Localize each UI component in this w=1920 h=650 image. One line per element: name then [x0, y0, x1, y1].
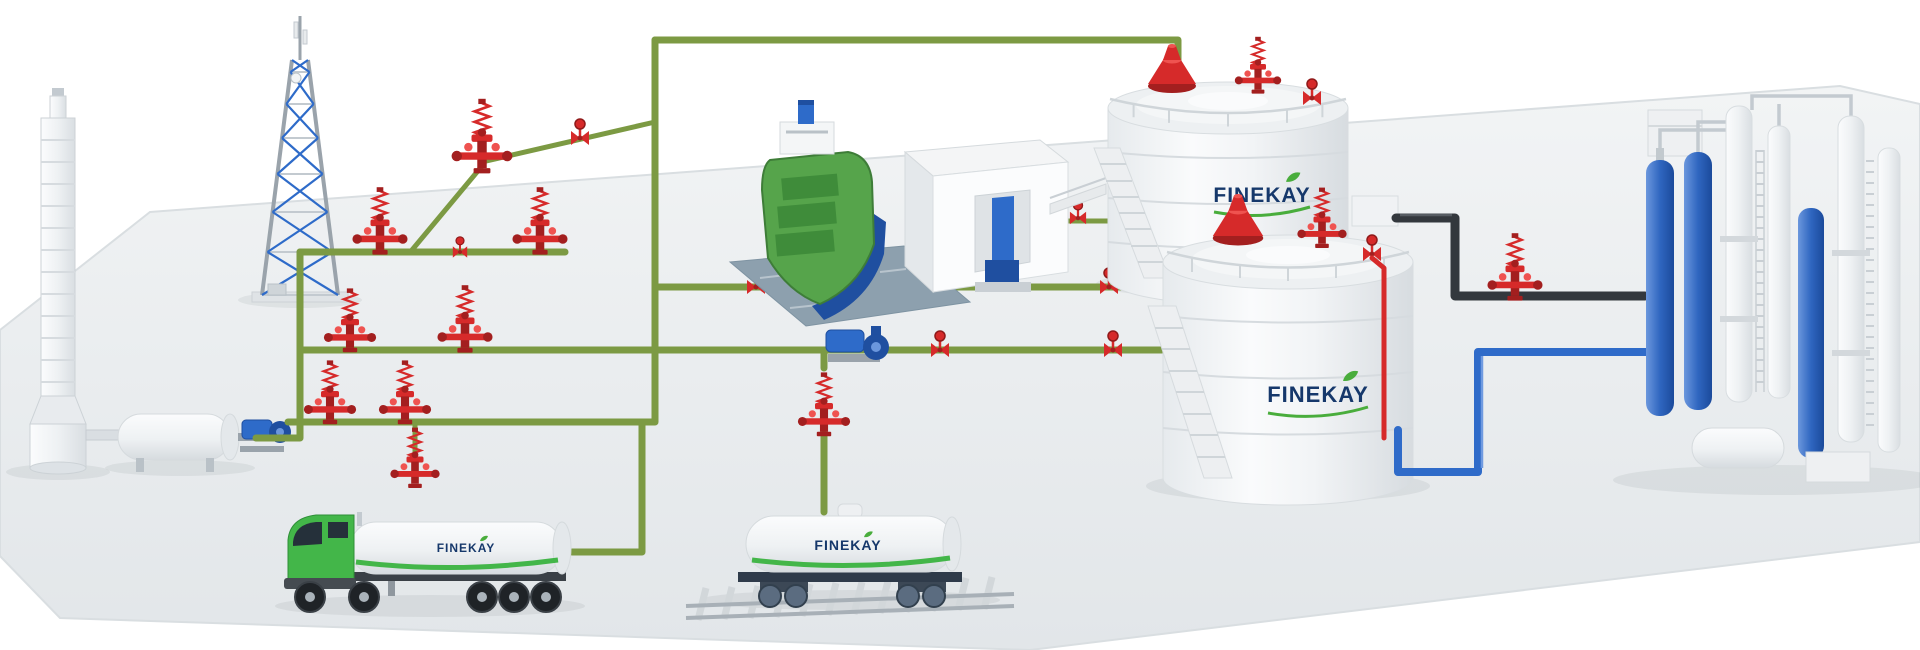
ship-funnel-icon: [798, 100, 814, 124]
pipe-diagonal-b: [409, 163, 485, 253]
rail-tank-car: FINEKAY: [738, 503, 962, 608]
logo-leaf-icon: [864, 531, 873, 538]
tank-red-pipe: [1369, 255, 1387, 441]
white-column: [1767, 125, 1791, 399]
rail: [685, 592, 1015, 608]
finekay-logo-rail-tank: FINEKAY: [814, 531, 881, 553]
knockout-drum: [85, 413, 240, 472]
blue-column: [1798, 208, 1824, 458]
horizontal-vessel: [1691, 427, 1785, 469]
tank-railing: [1109, 97, 1347, 115]
bogie: [898, 582, 946, 592]
loading-station-building: [903, 139, 1070, 294]
export-pipe-blue: [1394, 348, 1662, 476]
logo-leaf-icon: [1286, 172, 1301, 182]
wellhead-icon: [450, 97, 514, 175]
export-manifold: [1351, 195, 1399, 227]
logo-leaf-icon: [480, 535, 488, 542]
white-column: [1725, 105, 1753, 403]
side-window: [328, 522, 348, 538]
white-column: [1837, 115, 1865, 443]
finekay-logo-tank-lower: FINEKAY: [1267, 370, 1369, 418]
blue-column: [1684, 152, 1712, 410]
processing-columns: [1646, 94, 1901, 483]
trailer-leg: [388, 581, 395, 596]
rail: [685, 604, 1015, 620]
logo-leaf-icon: [1343, 370, 1359, 382]
antenna-dish-icon: [290, 72, 302, 84]
railway-track: [685, 576, 1015, 621]
white-column: [1877, 147, 1901, 453]
ship-hull: [812, 214, 886, 320]
brand-label: FINEKAY: [814, 537, 881, 553]
pipe-truck-loading: [568, 420, 646, 556]
flare-stack: [29, 88, 87, 475]
transfer-pump: [825, 326, 889, 362]
export-pipe-black: [1391, 213, 1650, 302]
cargo-ship: [760, 100, 886, 320]
finekay-logo-truck-tank: FINEKAY: [437, 535, 496, 555]
loading-machine: [985, 260, 1019, 282]
brand-label: FINEKAY: [437, 541, 496, 555]
tanker-truck: FINEKAY: [284, 512, 572, 613]
pipe-left-riser: [252, 248, 304, 442]
storage-tank-lower: FINEKAY: [1147, 186, 1414, 506]
brand-label: FINEKAY: [1267, 382, 1369, 407]
windshield: [293, 522, 322, 546]
ground: [0, 84, 1920, 650]
bogie: [760, 582, 808, 592]
pipe-row3: [284, 344, 659, 426]
ship-bridge: [779, 121, 835, 155]
pipe-top-run: [651, 36, 1182, 84]
brand-label: FINEKAY: [1213, 184, 1310, 207]
loading-gantry: [992, 196, 1014, 270]
exhaust-stack: [357, 512, 362, 526]
blue-column: [1646, 160, 1674, 416]
tank-gangway: [1049, 177, 1107, 215]
pressure-relief-icon: [1148, 44, 1196, 93]
